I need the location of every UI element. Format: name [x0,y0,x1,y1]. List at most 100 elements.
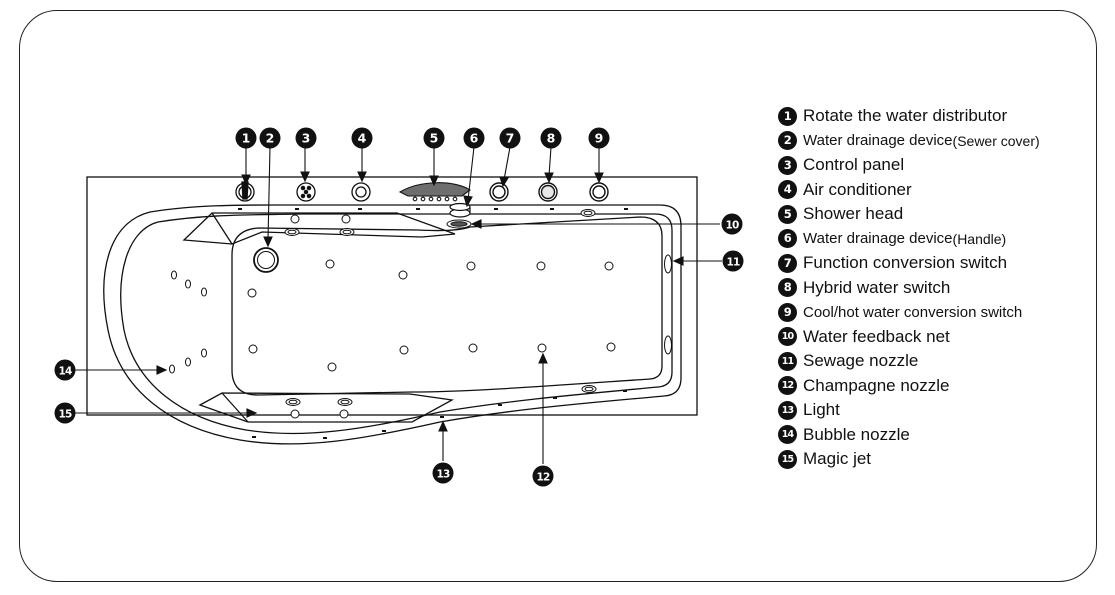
legend-item: 14 Bubble nozzle [778,423,1088,448]
legend-label: Water drainage device [803,230,953,248]
legend-sublabel: (Handle) [952,230,1007,247]
callout-number-9: 9 [595,130,604,145]
hybrid-switch-icon [538,182,558,202]
callout-badge-15 [54,402,76,424]
function-switch-icon [489,182,509,202]
tub-deck-outline [86,176,698,416]
legend-item: 4 Air conditioner [778,178,1088,203]
magic-jets [169,270,207,374]
air-conditioner-icon [351,182,371,202]
legend-sublabel: (Sewer cover) [952,132,1040,149]
callout-badge-14 [54,359,76,381]
legend-label: Rotate the water distributor [803,106,1008,126]
callout-badge-4 [351,127,373,149]
legend-badge: 3 [778,155,797,175]
diagram-frame [19,10,1097,582]
legend-label: Water drainage device [803,132,953,150]
legend-label: Shower head [803,204,904,224]
legend-badge: 1 [778,106,797,126]
leader-lines [75,146,722,464]
callout-number-2: 2 [266,130,275,145]
control-panel-icon [296,182,316,202]
callout-badge-10 [721,213,743,235]
legend-badge: 4 [778,180,797,200]
callout-number-1: 1 [242,130,251,145]
callout-number-4: 4 [358,130,367,145]
callout-number-15: 15 [58,408,72,420]
legend-label: Water feedback net [803,326,950,346]
tub-basin [231,216,663,396]
temperature-switch-icon [589,182,609,202]
legend-label: Control panel [803,155,905,175]
legend-item: 8 Hybrid water switch [778,276,1088,301]
legend-item: 6 Water drainage device(Handle) [778,227,1088,252]
legend-badge: 6 [778,229,797,249]
callout-number-8: 8 [547,130,556,145]
legend-badge: 2 [778,131,797,151]
tub-inner-rim [120,213,673,435]
callout-number-7: 7 [506,130,515,145]
legend-badge: 15 [778,449,797,469]
callout-badge-12 [532,465,554,487]
callout-number-14: 14 [58,365,72,377]
legend-item: 1 Rotate the water distributor [778,104,1088,129]
callout-badge-7 [499,127,521,149]
callout-badge-11 [722,250,744,272]
headrest-top [182,212,456,245]
legend-badge: 10 [778,327,797,347]
legend-badge: 8 [778,278,797,298]
callout-badge-9 [588,127,610,149]
water-distributor-icon [235,181,255,202]
callout-number-3: 3 [302,130,311,145]
tub-outer-skirt [103,204,682,445]
champagne-nozzles [247,214,616,419]
callout-number-6: 6 [470,130,479,145]
callout-badge-1 [235,127,257,149]
legend-item: 13 Light [778,398,1088,423]
legend-badge: 13 [778,400,797,420]
water-feedback-net [446,219,472,229]
drain-cover [253,247,279,273]
legend-label: Magic jet [803,449,872,469]
drain-handle-icon [449,202,471,218]
callout-badge-6 [463,127,485,149]
legend-label: Champagne nozzle [803,375,950,395]
legend-item: 15 Magic jet [778,447,1088,472]
legend-label: Air conditioner [803,179,912,199]
callout-number-13: 13 [436,468,450,480]
legend-label: Function conversion switch [803,253,1008,273]
legend-item: 3 Control panel [778,153,1088,178]
legend-badge: 7 [778,253,797,273]
shower-head-icon [398,182,471,202]
callout-badge-13 [432,462,454,484]
callout-number-10: 10 [725,219,739,231]
legend-label: Cool/hot water conversion switch [803,303,1023,321]
callout-badge-3 [295,127,317,149]
callout-number-12: 12 [536,471,550,483]
legend-label: Sewage nozzle [803,351,919,371]
legend-badge: 9 [778,302,797,322]
callout-badge-5 [423,127,445,149]
legend-item: 9 Cool/hot water conversion switch [778,300,1088,325]
legend-badge: 11 [778,351,797,371]
legend-badge: 12 [778,376,797,396]
legend-item: 10 Water feedback net [778,325,1088,350]
bubble-nozzles [284,209,672,406]
callout-number-11: 11 [726,256,740,268]
legend-item: 2 Water drainage device(Sewer cover) [778,129,1088,154]
callout-badge-8 [540,127,562,149]
legend-item: 12 Champagne nozzle [778,374,1088,399]
legend-label: Bubble nozzle [803,424,910,444]
legend-item: 5 Shower head [778,202,1088,227]
legend-label: Hybrid water switch [803,277,951,297]
lights [238,208,628,439]
legend-label: Light [803,400,840,420]
legend-badge: 14 [778,425,797,445]
callout-badge-2 [259,127,281,149]
legend-item: 11 Sewage nozzle [778,349,1088,374]
legend-item: 7 Function conversion switch [778,251,1088,276]
legend-badge: 5 [778,204,797,224]
